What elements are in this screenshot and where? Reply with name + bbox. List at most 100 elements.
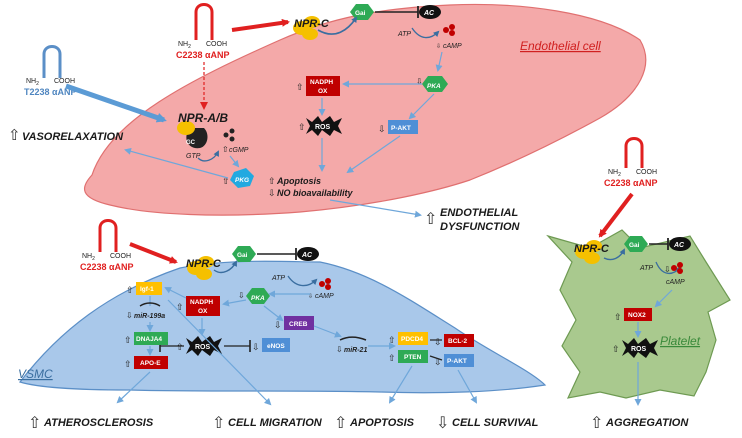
- svg-text:⇧: ⇧: [612, 344, 620, 354]
- svg-text:GTP: GTP: [186, 153, 201, 160]
- nprab-receptor: NPR-A/B GC: [177, 111, 228, 149]
- c2238-peptide-top: NH2 COOH C2238 αANP: [176, 3, 230, 60]
- nadph-ox-endo: NADPH OX ⇧: [296, 76, 340, 96]
- svg-text:NOX2: NOX2: [628, 312, 646, 319]
- svg-text:cAMP: cAMP: [443, 43, 462, 50]
- apoptosis-endo-text: Apoptosis: [276, 176, 321, 186]
- svg-text:PTEN: PTEN: [404, 354, 422, 361]
- svg-text:NH2: NH2: [178, 41, 191, 50]
- svg-text:⇩: ⇩: [434, 357, 442, 367]
- svg-text:⇧: ⇧: [212, 415, 225, 432]
- pakt-endo: P-AKT ⇩: [378, 120, 418, 134]
- svg-text:⇩: ⇩: [434, 337, 442, 347]
- platelet-cell-label: Platelet: [660, 334, 701, 348]
- ros-endo: ROS ⇧: [298, 116, 342, 136]
- svg-text:⇩: ⇩: [308, 293, 313, 300]
- svg-text:⇧: ⇧: [176, 302, 184, 312]
- svg-text:⇩: ⇩: [416, 77, 423, 86]
- svg-text:C2238 αANP: C2238 αANP: [604, 178, 658, 188]
- nprc-receptor-vsmc: NPR-C: [186, 256, 222, 280]
- svg-text:eNOS: eNOS: [267, 343, 285, 350]
- svg-text:C2238 αANP: C2238 αANP: [176, 50, 230, 60]
- svg-text:ROS: ROS: [195, 344, 211, 351]
- mir199a-vsmc: ⇩ miR-199a: [126, 302, 165, 320]
- svg-text:NH2: NH2: [608, 169, 621, 178]
- svg-text:Gai: Gai: [629, 242, 640, 249]
- svg-text:⇧: ⇧: [126, 285, 134, 295]
- cell-survival-outcome: CELL SURVIVAL: [452, 417, 539, 429]
- svg-text:NADPH: NADPH: [190, 299, 213, 306]
- svg-text:⇧: ⇧: [8, 127, 21, 144]
- endothelial-dysfunction-outcome-2: DYSFUNCTION: [440, 221, 521, 233]
- endothelial-dysfunction-outcome-1: ENDOTHELIAL: [440, 207, 519, 219]
- svg-text:⇩: ⇩: [274, 320, 282, 330]
- pakt-vsmc: P-AKT ⇩: [434, 354, 474, 367]
- svg-text:NH2: NH2: [82, 253, 95, 262]
- c2238-peptide-vsmc: NH2 COOH C2238 αANP: [80, 219, 134, 272]
- svg-text:ROS: ROS: [631, 346, 647, 353]
- c2238-peptide-platelet: NH2 COOH C2238 αANP: [604, 137, 658, 188]
- atherosclerosis-outcome: ATHEROSCLEROSIS: [43, 417, 154, 429]
- svg-text:ATP: ATP: [271, 275, 285, 282]
- svg-text:cGMP: cGMP: [229, 147, 249, 154]
- aggregation-outcome: AGGREGATION: [605, 417, 689, 429]
- t2238-to-nprab-arrow: [65, 83, 167, 123]
- svg-text:T2238 αANP: T2238 αANP: [24, 87, 77, 97]
- svg-text:OX: OX: [318, 88, 328, 95]
- svg-text:⇧: ⇧: [222, 145, 229, 154]
- svg-text:⇧: ⇧: [296, 82, 304, 92]
- svg-text:Gai: Gai: [237, 252, 248, 259]
- camp-endo: ⇩ cAMP: [436, 24, 462, 50]
- svg-text:miR-21: miR-21: [344, 347, 367, 354]
- ac-platelet: AC: [669, 237, 691, 251]
- svg-text:PDCD4: PDCD4: [401, 336, 423, 343]
- svg-text:AC: AC: [673, 242, 685, 249]
- bcl2-vsmc: BCL-2 ⇩: [434, 334, 474, 347]
- ros-vsmc: ROS ⇧: [176, 336, 222, 356]
- svg-text:⇧: ⇧: [424, 211, 437, 228]
- pka-vsmc: PKA ⇩: [238, 288, 270, 304]
- svg-text:PKA: PKA: [427, 83, 441, 90]
- svg-text:⇧: ⇧: [176, 342, 184, 352]
- svg-text:⇩: ⇩: [268, 188, 276, 198]
- pdcd4-vsmc: PDCD4 ⇧: [388, 332, 428, 345]
- svg-text:AC: AC: [301, 252, 313, 259]
- svg-text:⇩: ⇩: [252, 342, 260, 352]
- cgmp-endo: ⇧ cGMP: [222, 128, 249, 154]
- svg-text:cAMP: cAMP: [315, 293, 334, 300]
- camp-vsmc: ⇩ cAMP: [308, 278, 334, 300]
- nprc-receptor-platelet: NPR-C: [574, 240, 610, 264]
- endothelial-cell-label: Endothelial cell: [520, 39, 601, 53]
- svg-text:NH2: NH2: [26, 78, 39, 87]
- camp-platelet: ⇩ cAMP: [664, 262, 685, 286]
- nprc-receptor-endo: NPR-C: [293, 16, 330, 40]
- vsmc-cell-label: VSMC: [18, 367, 53, 381]
- svg-text:⇧: ⇧: [590, 415, 603, 432]
- svg-text:COOH: COOH: [110, 253, 131, 260]
- svg-text:⇩: ⇩: [126, 311, 133, 320]
- no-bioavailability-text: NO bioavailability: [277, 188, 354, 198]
- svg-text:ATP: ATP: [639, 265, 653, 272]
- svg-text:⇧: ⇧: [268, 176, 276, 186]
- igf1-vsmc: Igf-1 ⇧: [126, 282, 162, 295]
- svg-text:miR-199a: miR-199a: [134, 313, 165, 320]
- pten-vsmc: PTEN ⇧: [388, 350, 428, 363]
- svg-text:NADPH: NADPH: [310, 79, 333, 86]
- svg-text:AC: AC: [423, 10, 435, 17]
- svg-text:⇧: ⇧: [388, 353, 396, 363]
- svg-text:cAMP: cAMP: [666, 279, 685, 286]
- apoptosis-outcome: APOPTOSIS: [349, 417, 415, 429]
- svg-text:⇧: ⇧: [124, 359, 132, 369]
- svg-text:COOH: COOH: [54, 78, 75, 85]
- svg-text:CREB: CREB: [289, 321, 308, 328]
- svg-text:⇧: ⇧: [334, 415, 347, 432]
- mir21-vsmc: ⇩ miR-21: [336, 336, 367, 354]
- gai-vsmc: Gai: [232, 246, 256, 262]
- endothelial-cell-shape: [83, 3, 647, 216]
- svg-text:ATP: ATP: [397, 31, 411, 38]
- svg-text:⇩: ⇩: [336, 345, 343, 354]
- svg-text:C2238 αANP: C2238 αANP: [80, 262, 134, 272]
- pka-endo: PKA ⇩: [416, 76, 448, 92]
- svg-text:NPR-C: NPR-C: [574, 243, 610, 255]
